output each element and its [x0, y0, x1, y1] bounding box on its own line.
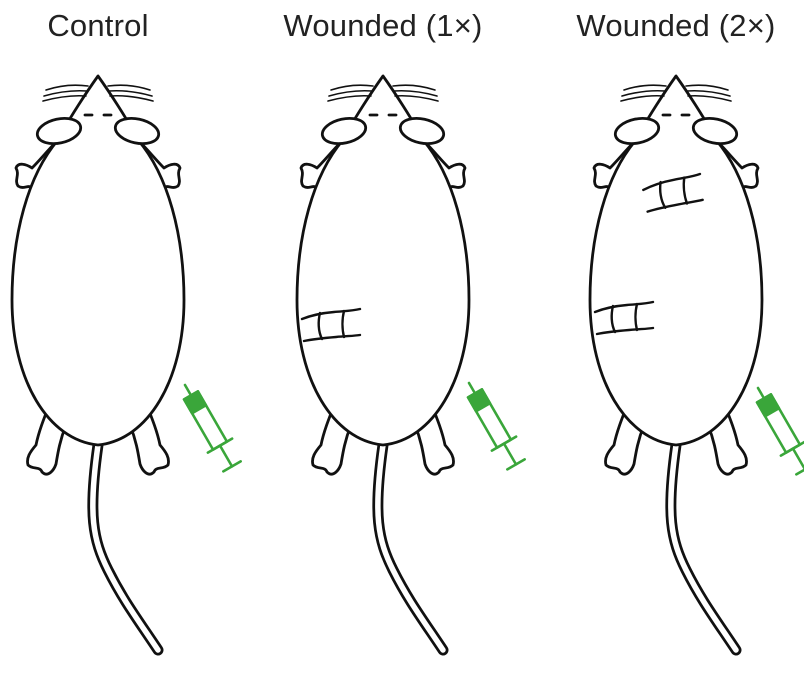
mouse-icon — [590, 76, 762, 650]
syringe-icon — [173, 378, 244, 473]
syringe-icon — [746, 381, 804, 476]
mouse-icon — [12, 76, 184, 650]
syringe-icon — [457, 376, 528, 471]
mouse-icon — [297, 76, 469, 650]
